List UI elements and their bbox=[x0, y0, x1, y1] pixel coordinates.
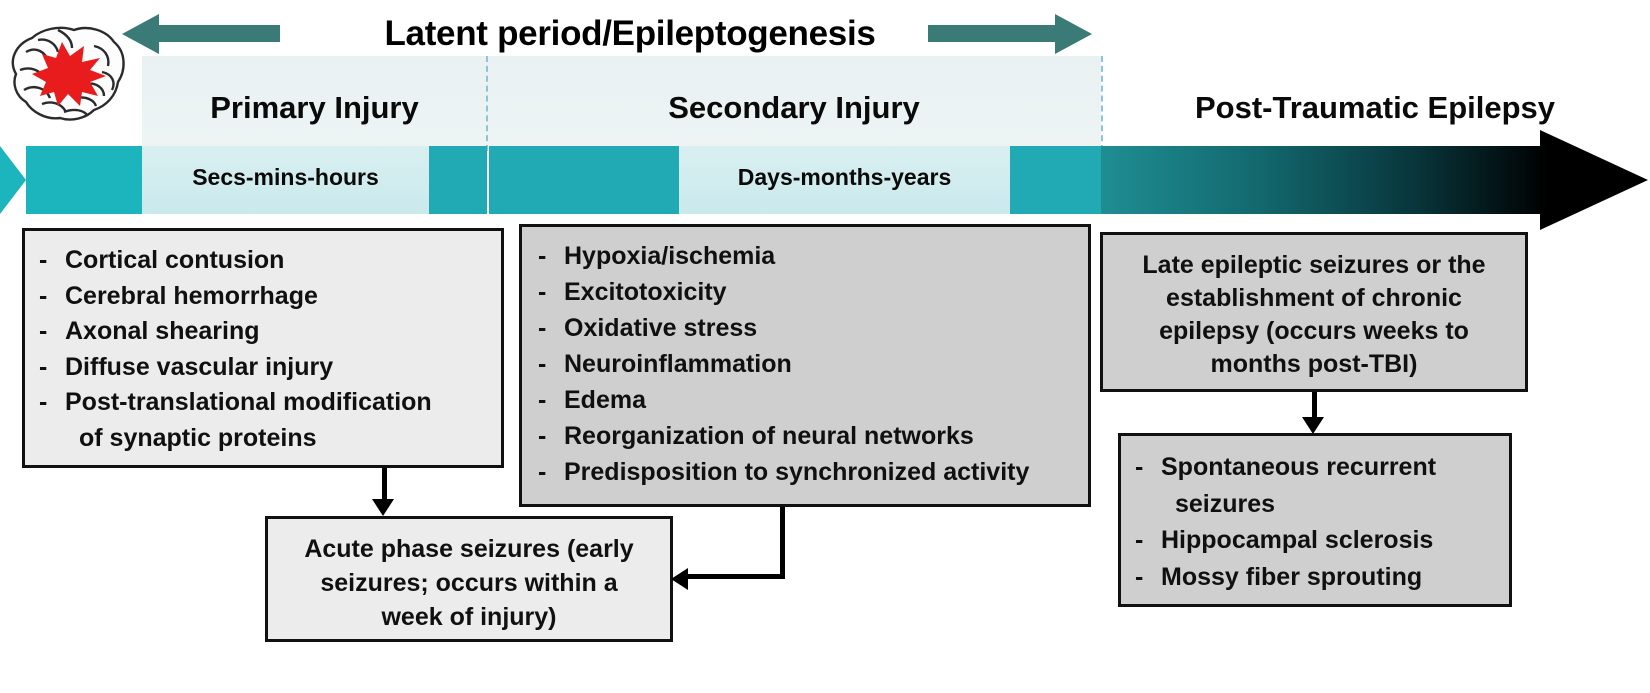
bullet-dash: - bbox=[1135, 453, 1144, 481]
bullet-dash: - bbox=[1135, 526, 1144, 554]
connector-secondary-to-acute-horizontal bbox=[688, 574, 785, 579]
acute-phase-seizures-box: Acute phase seizures (early seizures; oc… bbox=[265, 516, 673, 642]
list-item: -Predisposition to synchronized activity bbox=[538, 457, 1088, 487]
impact-starburst bbox=[32, 42, 106, 106]
list-item: -Cortical contusion bbox=[39, 245, 501, 276]
band-segment-gap-2 bbox=[489, 146, 679, 214]
list-item: -Mossy fiber sprouting bbox=[1135, 562, 1509, 593]
stage-label-secondary: Secondary Injury bbox=[668, 90, 920, 125]
connector-arrowhead-icon bbox=[372, 499, 394, 516]
stage-label-primary: Primary Injury bbox=[210, 90, 419, 125]
list-item-label: Excitotoxicity bbox=[564, 278, 727, 306]
stage-panel-secondary: Secondary Injury bbox=[487, 56, 1101, 146]
list-item: -Edema bbox=[538, 385, 1088, 415]
list-item-continuation: of synaptic proteins bbox=[79, 423, 317, 452]
pte-line: Late epileptic seizures or the bbox=[1142, 251, 1486, 279]
secondary-injury-list: -Hypoxia/ischemia -Excitotoxicity -Oxida… bbox=[538, 241, 1088, 487]
bullet-dash: - bbox=[538, 350, 547, 378]
acute-line: Acute phase seizures (early bbox=[304, 535, 634, 563]
band-segment-gap-3 bbox=[1010, 146, 1101, 214]
bullet-dash: - bbox=[39, 352, 48, 381]
band-segment-gap-1 bbox=[429, 146, 487, 214]
primary-injury-list: -Cortical contusion -Cerebral hemorrhage… bbox=[39, 245, 501, 453]
list-item-label: Diffuse vascular injury bbox=[65, 352, 334, 381]
list-item-label: Mossy fiber sprouting bbox=[1161, 562, 1423, 591]
list-item: -Axonal shearing bbox=[39, 316, 501, 347]
connector-arrowhead-icon bbox=[671, 568, 688, 590]
list-item-label: Neuroinflammation bbox=[564, 350, 792, 378]
list-item-continuation: seizures bbox=[1175, 489, 1276, 518]
list-item: -Diffuse vascular injury bbox=[39, 352, 501, 383]
brain-injury-icon bbox=[2, 12, 130, 142]
latent-period-header: Latent period/Epileptogenesis bbox=[0, 4, 1650, 62]
list-item: -Spontaneous recurrent bbox=[1135, 452, 1509, 483]
acute-line: seizures; occurs within a bbox=[320, 568, 618, 597]
timeline-arrowhead-icon bbox=[1540, 130, 1648, 230]
list-item-label: Predisposition to synchronized activity bbox=[564, 458, 1030, 486]
band-segment-pte bbox=[1101, 146, 1548, 214]
pte-line: epilepsy (occurs weeks to bbox=[1159, 317, 1469, 345]
list-item-label: Hypoxia/ischemia bbox=[564, 242, 776, 270]
bullet-dash: - bbox=[538, 386, 547, 414]
chronic-epilepsy-outcomes-box: -Spontaneous recurrent seizures -Hippoca… bbox=[1118, 433, 1512, 607]
bullet-dash: - bbox=[538, 314, 547, 342]
acute-line: week of injury) bbox=[381, 602, 557, 631]
bullet-dash: - bbox=[538, 278, 547, 306]
connector-arrowhead-icon bbox=[1302, 417, 1324, 434]
list-item-label: Edema bbox=[564, 386, 646, 414]
duration-primary: Secs-mins-hours bbox=[192, 164, 379, 190]
connector-secondary-to-acute-vertical bbox=[780, 507, 785, 579]
band-segment-secondary bbox=[679, 146, 1010, 214]
left-arrow-icon bbox=[122, 14, 280, 54]
list-item-label: Spontaneous recurrent bbox=[1161, 453, 1437, 481]
list-item-label: Cortical contusion bbox=[65, 246, 285, 274]
pte-line: months post-TBI) bbox=[1210, 350, 1418, 378]
list-item-label: Reorganization of neural networks bbox=[564, 422, 974, 450]
bullet-dash: - bbox=[39, 317, 48, 345]
stage-panel-primary: Primary Injury bbox=[142, 56, 487, 146]
bullet-dash: - bbox=[39, 246, 48, 274]
primary-injury-box: -Cortical contusion -Cerebral hemorrhage… bbox=[22, 228, 504, 468]
secondary-injury-box: -Hypoxia/ischemia -Excitotoxicity -Oxida… bbox=[519, 224, 1091, 507]
timeline-tail-notch bbox=[0, 146, 26, 214]
list-item-label: Post-translational modification bbox=[65, 388, 432, 416]
chronic-outcomes-list: -Spontaneous recurrent seizures -Hippoca… bbox=[1135, 452, 1509, 592]
timeline-arrow: Secs-mins-hours Days-months-years bbox=[0, 130, 1650, 230]
bullet-dash: - bbox=[538, 458, 547, 486]
bullet-dash: - bbox=[538, 422, 547, 450]
bullet-dash: - bbox=[1135, 562, 1144, 591]
connector-primary-to-acute bbox=[382, 468, 387, 500]
list-item: -Hippocampal sclerosis bbox=[1135, 525, 1509, 556]
duration-secondary: Days-months-years bbox=[737, 164, 952, 190]
stage-label-pte: Post-Traumatic Epilepsy bbox=[1194, 90, 1556, 125]
list-item: -Oxidative stress bbox=[538, 313, 1088, 343]
list-item: -Post-translational modification bbox=[39, 387, 501, 418]
list-item-label: Oxidative stress bbox=[564, 314, 758, 342]
list-item-label: Axonal shearing bbox=[65, 317, 260, 345]
post-traumatic-epilepsy-box: Late epileptic seizures or the establish… bbox=[1100, 232, 1528, 392]
bullet-dash: - bbox=[39, 388, 48, 416]
list-item: -Reorganization of neural networks bbox=[538, 421, 1088, 451]
list-item: -Excitotoxicity bbox=[538, 277, 1088, 307]
latent-period-title: Latent period/Epileptogenesis bbox=[384, 14, 876, 53]
list-item: -Hypoxia/ischemia bbox=[538, 241, 1088, 271]
stage-divider-1 bbox=[486, 56, 490, 151]
stage-divider-2 bbox=[1101, 56, 1105, 151]
connector-pte-to-chronic bbox=[1312, 392, 1317, 419]
list-item: -Neuroinflammation bbox=[538, 349, 1088, 379]
list-item: -Cerebral hemorrhage bbox=[39, 281, 501, 312]
right-arrow-icon bbox=[928, 14, 1092, 54]
list-item-label: Hippocampal sclerosis bbox=[1161, 526, 1434, 554]
pte-line: establishment of chronic bbox=[1166, 284, 1462, 312]
band-segment-primary bbox=[142, 146, 429, 214]
bullet-dash: - bbox=[39, 281, 48, 310]
bullet-dash: - bbox=[538, 242, 547, 270]
list-item-label: Cerebral hemorrhage bbox=[65, 281, 318, 310]
